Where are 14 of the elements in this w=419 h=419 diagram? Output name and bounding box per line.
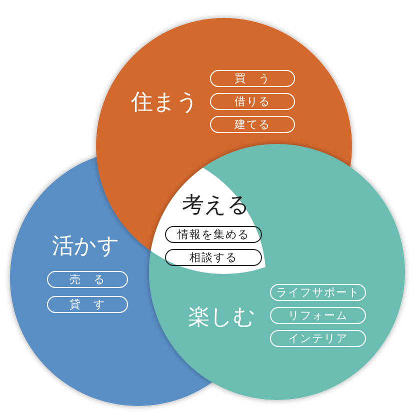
heading: 活かす xyxy=(52,234,120,260)
pill-label: 買 う xyxy=(210,70,295,87)
pill-label: 相談する xyxy=(165,249,262,266)
pill-label: ライフサポート xyxy=(270,284,366,301)
pill-label: 借りる xyxy=(210,93,295,110)
heading: 考える xyxy=(182,193,250,219)
heading: 住まう xyxy=(131,90,199,116)
pill-label: 売 る xyxy=(47,271,128,288)
pill-label: 貸 す xyxy=(47,296,128,313)
pill-label: 建てる xyxy=(210,116,295,133)
pill-label: インテリア xyxy=(270,330,366,347)
heading: 楽しむ xyxy=(188,305,256,331)
pill-label: リフォーム xyxy=(270,307,366,324)
pill-label: 情報を集める xyxy=(165,226,262,243)
